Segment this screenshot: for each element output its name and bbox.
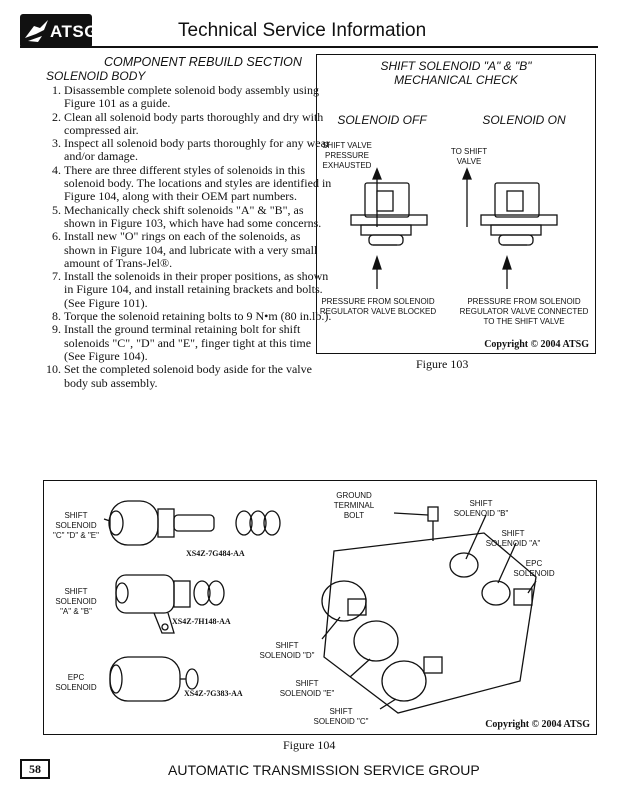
solenoid-body-drawing xyxy=(103,500,537,714)
solenoid-on-label: SOLENOID ON xyxy=(482,113,566,127)
header-rule xyxy=(20,46,598,48)
solenoid-check-drawing xyxy=(350,167,558,289)
solenoid-off-label: SOLENOID OFF xyxy=(337,113,427,127)
page-title: Technical Service Information xyxy=(178,20,427,41)
step-item: Set the completed solenoid body aside fo… xyxy=(64,363,334,390)
figure-103-caption: Figure 103 xyxy=(416,357,469,371)
step-item: Torque the solenoid retaining bolts to 9… xyxy=(64,309,334,323)
page-number: 58 xyxy=(20,759,50,779)
figure-103-box: SHIFT SOLENOID "A" & "B" MECHANICAL CHEC… xyxy=(316,54,596,354)
step-item: Inspect all solenoid body parts thorough… xyxy=(64,137,334,164)
step-item: Clean all solenoid body parts thoroughly… xyxy=(64,110,334,138)
figure-103-title-2: MECHANICAL CHECK xyxy=(394,73,518,87)
figure-103-copyright: Copyright © 2004 ATSG xyxy=(484,339,589,350)
step-item: Install the solenoids in their proper po… xyxy=(64,270,334,310)
step-item: Mechanically check shift solenoids "A" &… xyxy=(64,203,334,231)
logo-text: ATSG xyxy=(50,22,98,41)
step-item: There are three different styles of sole… xyxy=(64,163,334,204)
step-item: Install the ground terminal retaining bo… xyxy=(64,323,334,363)
section-title: COMPONENT REBUILD SECTION xyxy=(104,55,302,69)
part-number-cde: XS4Z-7G484-AA xyxy=(186,549,245,558)
figure-103-title-1: SHIFT SOLENOID "A" & "B" xyxy=(380,59,532,73)
eagle-icon xyxy=(25,20,48,42)
step-item: Disassemble complete solenoid body assem… xyxy=(64,83,334,111)
rebuild-steps: Disassemble complete solenoid body assem… xyxy=(20,83,334,390)
figure-104-caption: Figure 104 xyxy=(283,738,336,752)
part-number-ab: XS4Z-7H148-AA xyxy=(172,617,231,626)
part-number-epc: XS4Z-7G383-AA xyxy=(184,689,243,698)
figure-104-copyright: Copyright © 2004 ATSG xyxy=(485,719,590,730)
section-subtitle: SOLENOID BODY xyxy=(46,69,146,83)
atsg-logo: ATSG xyxy=(20,14,97,48)
step-item: Install new "O" rings on each of the sol… xyxy=(64,230,334,270)
footer-text: AUTOMATIC TRANSMISSION SERVICE GROUP xyxy=(168,762,480,778)
